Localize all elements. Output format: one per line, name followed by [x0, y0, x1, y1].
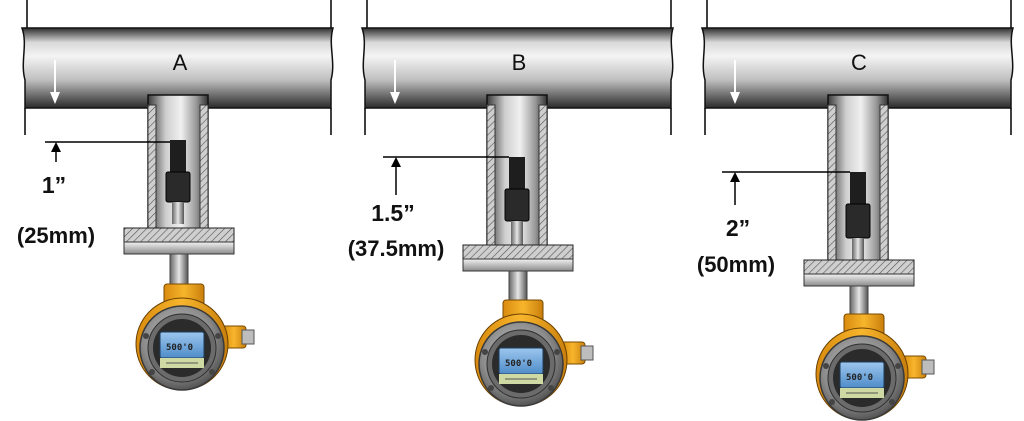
display-reading: 500'0	[166, 343, 193, 353]
flow-arrow-icon	[390, 60, 400, 104]
display-reading: 500'0	[846, 373, 873, 383]
dimension-label: 1”	[42, 172, 66, 198]
flow-arrow-icon	[730, 60, 740, 104]
panel-letter: B	[512, 50, 527, 75]
panel-letter: C	[851, 50, 867, 75]
transmitter-b: 500'0	[474, 299, 594, 407]
transmitter-c: 500'0	[815, 313, 935, 421]
dimension-metric-label: (50mm)	[697, 252, 775, 277]
dimension-metric-label: (37.5mm)	[348, 236, 445, 261]
flow-arrow-icon	[50, 60, 60, 104]
panel-b: B 1.5” (37.5mm) 500'0	[348, 0, 675, 407]
panel-c: C 2” (50mm) 500'0	[697, 0, 1015, 421]
display-reading: 500'0	[505, 359, 532, 369]
panel-letter: A	[173, 50, 188, 75]
dimension-label: 1.5”	[371, 200, 414, 226]
panel-a: A 1” (25mm) 500'0	[17, 0, 335, 391]
dimension-label: 2”	[726, 215, 750, 241]
dimension-metric-label: (25mm)	[17, 223, 95, 248]
transmitter-a: 500'0	[135, 283, 255, 391]
